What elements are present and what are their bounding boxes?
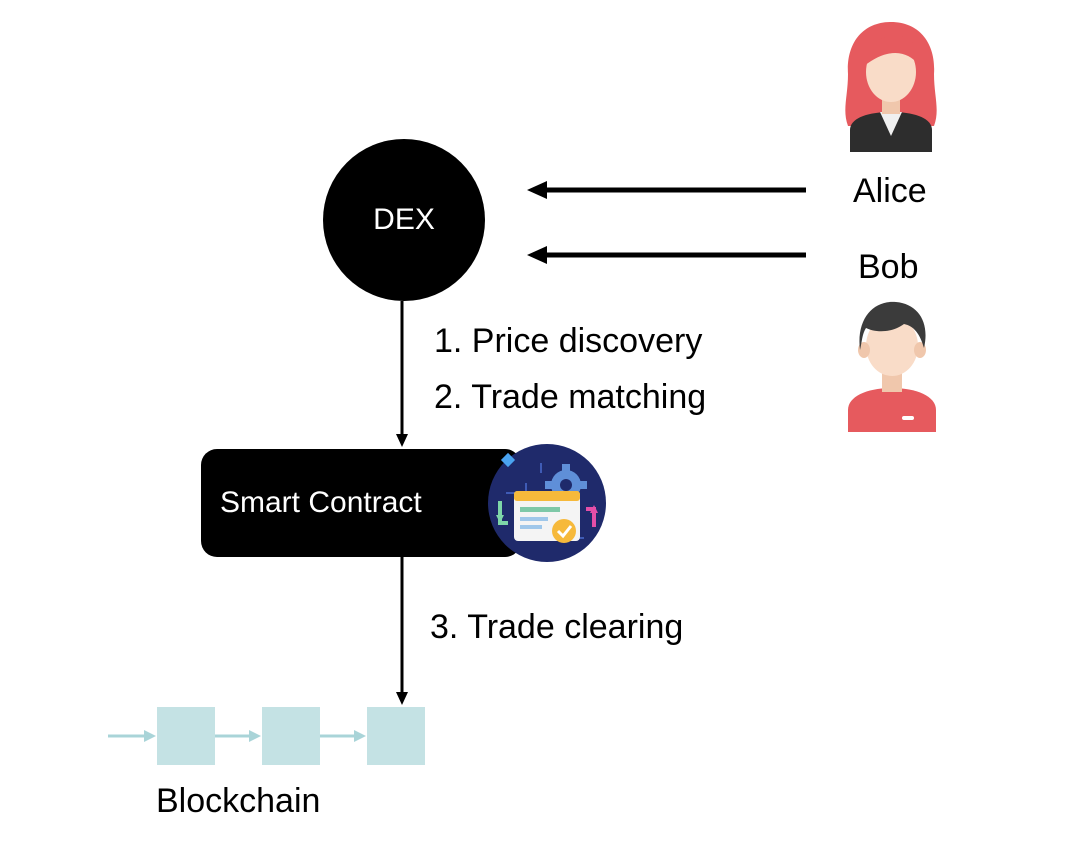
dex-to-contract-arrow — [396, 301, 408, 447]
bob-to-dex-arrow — [527, 246, 806, 264]
contract-to-blockchain-arrow — [396, 557, 408, 705]
blockchain-block-3 — [367, 707, 425, 765]
smart-contract-node: Smart Contract — [201, 449, 521, 557]
step-price-discovery: 1. Price discovery — [434, 322, 703, 360]
dex-label: DEX — [373, 203, 435, 236]
woman-avatar-icon — [845, 22, 937, 152]
chain-arrow-2-3 — [320, 730, 366, 742]
participant-alice-name: Alice — [853, 172, 927, 210]
participant-bob-name: Bob — [858, 248, 919, 286]
chain-arrow-1-2 — [215, 730, 261, 742]
blockchain-block-1 — [157, 707, 215, 765]
blockchain-block-2 — [262, 707, 320, 765]
step-trade-matching: 2. Trade matching — [434, 378, 707, 416]
step-trade-clearing: 3. Trade clearing — [430, 608, 684, 646]
dex-node: DEX — [323, 139, 485, 301]
alice-to-dex-arrow — [527, 181, 806, 199]
smart-contract-icon — [488, 444, 606, 562]
man-avatar-icon — [848, 301, 936, 432]
blockchain-label: Blockchain — [156, 782, 321, 820]
chain-arrow-in — [108, 730, 156, 742]
smart-contract-label: Smart Contract — [220, 486, 422, 519]
